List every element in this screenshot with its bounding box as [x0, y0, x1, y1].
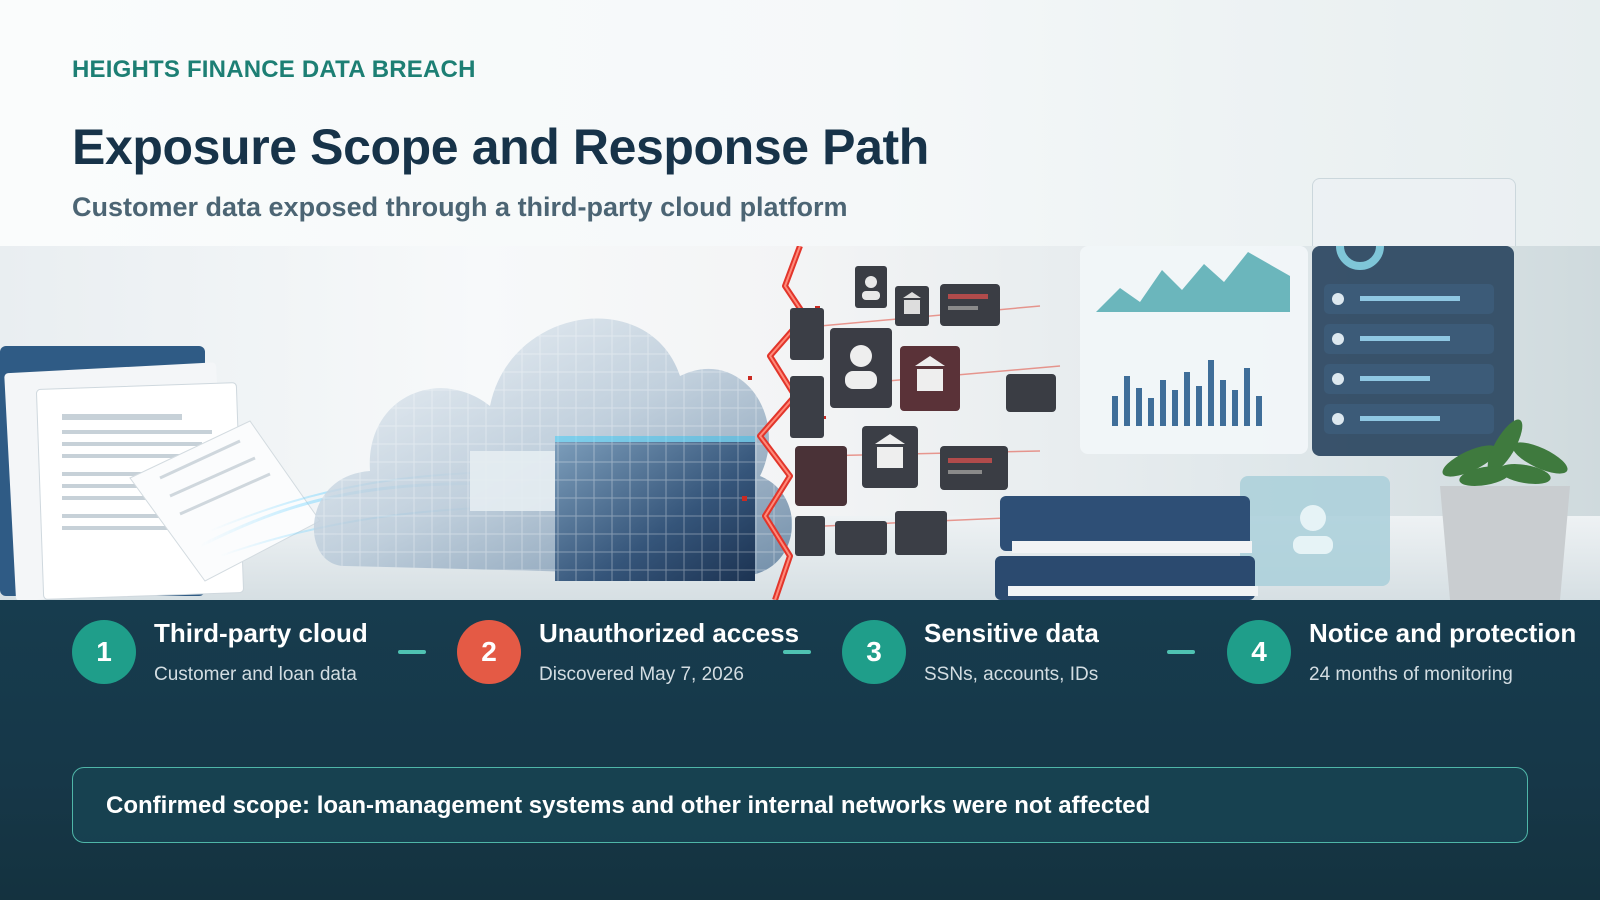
step-notice-and-protection: 4 Notice and protection 24 months of mon… — [1227, 618, 1576, 698]
step-number-badge: 1 — [72, 620, 136, 684]
bank-card-icon — [790, 286, 960, 556]
step-description: SSNs, accounts, IDs — [924, 664, 1099, 685]
step-connector — [398, 650, 426, 654]
eyebrow-label: HEIGHTS FINANCE DATA BREACH — [72, 56, 476, 83]
step-connector — [783, 650, 811, 654]
binder-stack — [995, 496, 1258, 600]
step-title: Unauthorized access — [539, 618, 800, 648]
confirmed-scope-text: Confirmed scope: loan-management systems… — [106, 792, 1151, 819]
step-title: Third-party cloud — [154, 618, 368, 648]
step-description: Customer and loan data — [154, 664, 357, 685]
breach-illustration — [0, 246, 1600, 600]
step-description: Discovered May 7, 2026 — [539, 664, 744, 685]
step-title: Notice and protection — [1309, 618, 1577, 648]
chart-panel-icon — [1080, 246, 1308, 454]
list-panel — [1312, 246, 1514, 456]
step-number-badge: 2 — [457, 620, 521, 684]
person-card-icon — [830, 266, 1390, 586]
step-number-badge: 3 — [842, 620, 906, 684]
confirmed-scope-callout: Confirmed scope: loan-management systems… — [72, 767, 1528, 843]
step-description: 24 months of monitoring — [1309, 664, 1513, 685]
step-title: Sensitive data — [924, 618, 1099, 648]
step-unauthorized-access: 2 Unauthorized access Discovered May 7, … — [457, 618, 799, 698]
hero-illustration — [0, 246, 1600, 600]
header: HEIGHTS FINANCE DATA BREACH Exposure Sco… — [0, 0, 1600, 247]
page-subtitle: Customer data exposed through a third-pa… — [72, 192, 848, 222]
cloud-icon — [313, 318, 793, 581]
account-card-icon — [940, 284, 1056, 490]
page-title: Exposure Scope and Response Path — [72, 119, 929, 175]
steps-band: 1 Third-party cloud Customer and loan da… — [0, 600, 1600, 900]
plant-icon — [1440, 419, 1570, 600]
step-sensitive-data: 3 Sensitive data SSNs, accounts, IDs — [842, 618, 1142, 698]
header-glass-panel — [1312, 178, 1516, 247]
step-third-party-cloud: 1 Third-party cloud Customer and loan da… — [72, 618, 372, 698]
step-number-badge: 4 — [1227, 620, 1291, 684]
document-stack-icon — [0, 346, 321, 600]
step-connector — [1167, 650, 1195, 654]
